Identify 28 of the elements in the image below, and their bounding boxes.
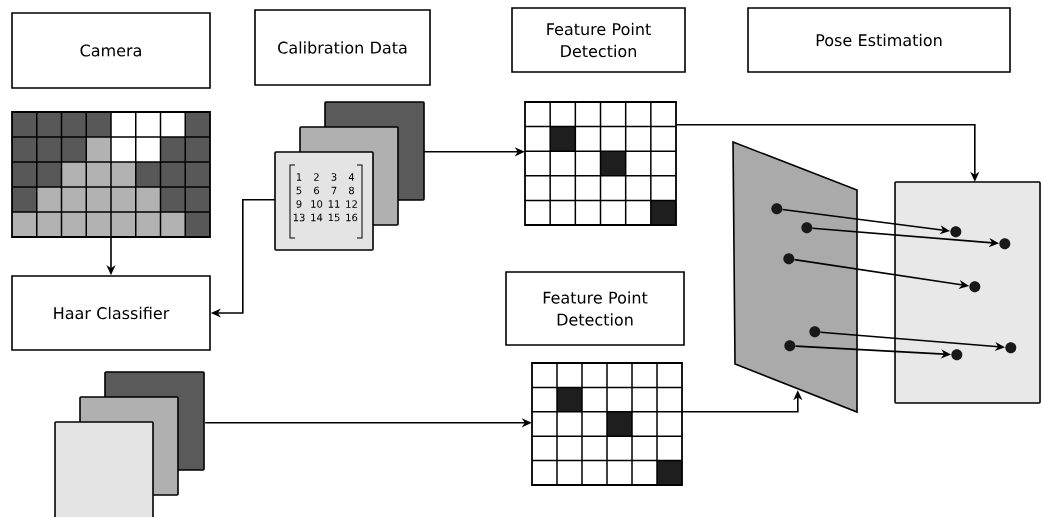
- matrix-entry: 1: [296, 173, 302, 181]
- matrix-entry: 8: [349, 186, 354, 195]
- label-box: Feature Point Detection: [505, 271, 685, 346]
- feature-grid-drawing: [524, 101, 677, 226]
- matrix-entry: 7: [331, 186, 337, 195]
- pose-panel: [894, 181, 1041, 404]
- label-box: Camera: [11, 12, 211, 89]
- image-stack-drawing: [54, 371, 205, 517]
- feature-grid-drawing: [531, 362, 683, 486]
- matrix-entry: 11: [328, 200, 340, 208]
- matrix-entry: 13: [293, 213, 305, 222]
- label-box: Feature Point Detection: [511, 7, 686, 73]
- label-box: Calibration Data: [254, 9, 431, 86]
- matrix-entry: 5: [296, 186, 302, 195]
- matrix-entry: 6: [314, 186, 320, 195]
- matrix-entry: 12: [346, 200, 357, 208]
- matrix-entry: 10: [311, 200, 323, 208]
- pixel-grid-drawing: [11, 111, 211, 238]
- matrix-entry: 16: [346, 213, 358, 222]
- matrix-entry: 15: [328, 213, 340, 222]
- matrix-entry: 4: [348, 173, 355, 181]
- image-stack-drawing: [274, 101, 425, 251]
- matrix-entry: 9: [296, 200, 302, 208]
- label-box: Haar Classifier: [11, 275, 211, 351]
- matrix-entry: 3: [331, 173, 337, 181]
- matrix-entry: 2: [314, 173, 319, 181]
- label-box: Pose Estimation: [747, 7, 1011, 73]
- matrix-entry: 14: [311, 213, 323, 222]
